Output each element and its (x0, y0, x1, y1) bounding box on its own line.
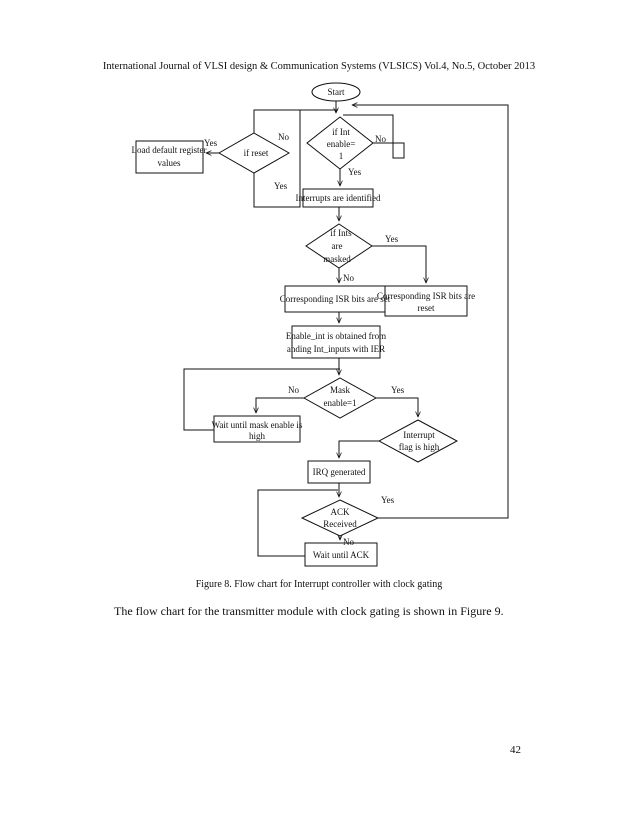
irq-generated-label: IRQ generated (313, 467, 366, 477)
interrupt-flag-diamond (377, 419, 459, 463)
reset-yes-label: Yes (204, 138, 218, 148)
if-int-enable-label-1: if Int (332, 127, 350, 137)
ack-no-label: No (343, 537, 354, 547)
mask-enable-diamond (302, 377, 378, 419)
reset-yes-label-2: Yes (274, 181, 288, 191)
ack-yes-label: Yes (381, 495, 395, 505)
start-label: Start (328, 87, 345, 97)
wait-mask-box (213, 415, 301, 443)
body-paragraph: The flow chart for the transmitter modul… (114, 604, 504, 618)
interrupt-flag-label-1: Interrupt (403, 430, 435, 440)
if-ints-masked-label-2: are (332, 241, 343, 251)
isr-reset-box (384, 285, 468, 317)
ack-received-label-2: Received (323, 519, 357, 529)
mask-enable-label-2: enable=1 (323, 398, 356, 408)
enable-int-label-2: anding Int_inputs with IER (287, 344, 385, 354)
masked-no-label: No (343, 273, 354, 283)
wait-mask-label-2: high (249, 431, 266, 441)
wait-mask-label-1: Wait until mask enable is (212, 420, 303, 430)
interrupt-flag-label-2: flag is high (399, 442, 440, 452)
wait-ack-label: Wait until ACK (313, 550, 370, 560)
flowchart: Start Load default register values if re… (132, 82, 509, 567)
if-ints-masked-label-3: masked (323, 254, 351, 264)
enable-int-box (291, 325, 381, 359)
mask-enable-yes-label: Yes (391, 385, 405, 395)
masked-yes-label: Yes (385, 234, 399, 244)
journal-header: International Journal of VLSI design & C… (102, 61, 536, 72)
page-number: 42 (510, 744, 521, 756)
if-int-enable-label-3: 1 (339, 151, 344, 161)
load-default-label-2: values (158, 158, 181, 168)
interrupts-identified-box (302, 188, 374, 208)
load-default-box (135, 140, 204, 174)
enable-int-label-1: Enable_int is obtained from (286, 331, 386, 341)
ack-received-diamond (300, 499, 380, 537)
int-enable-yes-label: Yes (348, 167, 362, 177)
if-int-enable-label-2: enable= (327, 139, 356, 149)
interrupts-identified-label: Interrupts are identified (296, 193, 381, 203)
ack-received-label-1: ACK (330, 507, 350, 517)
wait-ack-box (304, 542, 378, 567)
int-enable-no-label: No (375, 134, 386, 144)
isr-reset-label-1: Corresponding ISR bits are (377, 291, 475, 301)
if-reset-label: if reset (244, 148, 269, 158)
isr-set-label: Corresponding ISR bits are set (280, 294, 391, 304)
mask-enable-no-label: No (288, 385, 299, 395)
if-ints-masked-label-1: if Ints (330, 228, 352, 238)
load-default-label-1: Load default register (132, 145, 207, 155)
reset-no-label: No (278, 132, 289, 142)
mask-enable-label-1: Mask (330, 385, 350, 395)
isr-reset-label-2: reset (418, 303, 435, 313)
figure-caption: Figure 8. Flow chart for Interrupt contr… (195, 579, 443, 590)
